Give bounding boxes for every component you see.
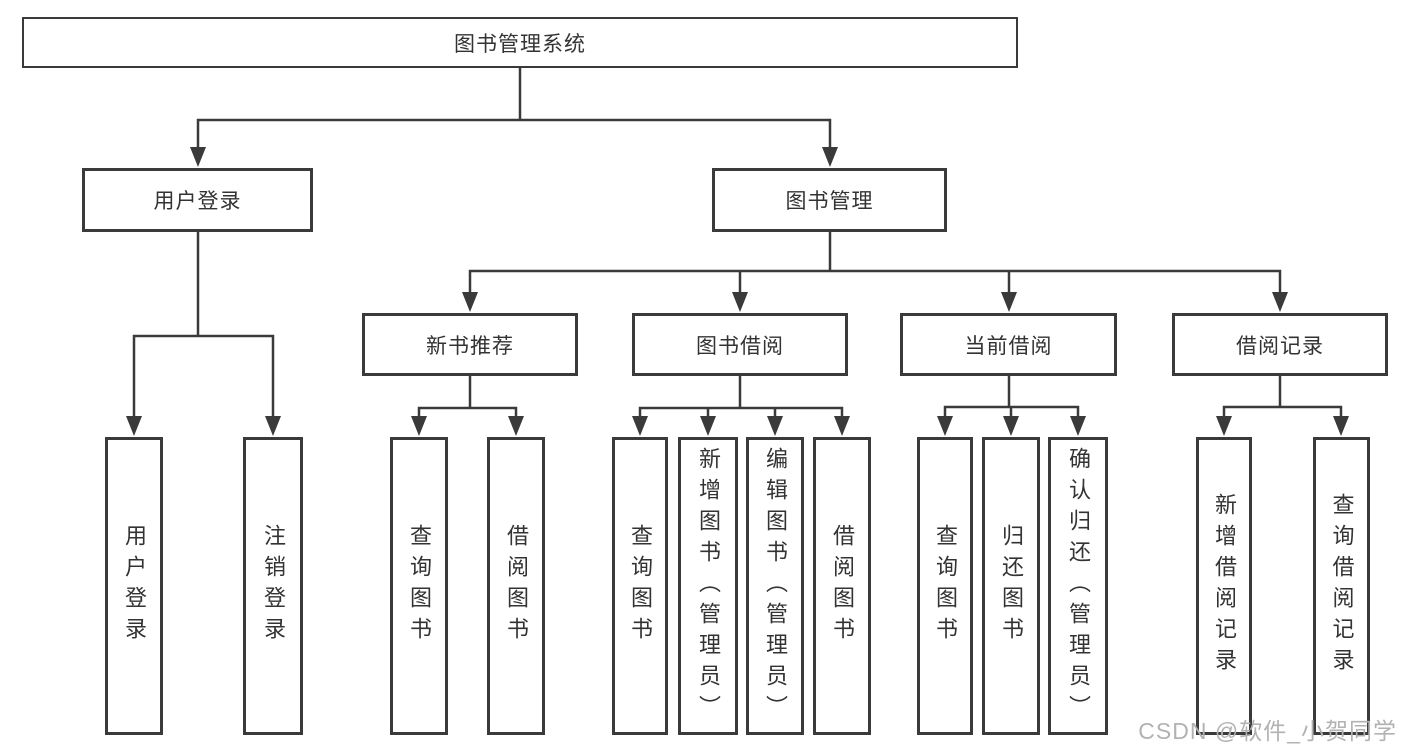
leaf-borrow-books: 借阅图书	[813, 437, 871, 735]
leaf-label: 编辑图书（管理员）	[763, 446, 788, 726]
leaf-return-books: 归还图书	[982, 437, 1040, 735]
leaf-label: 借阅图书	[504, 524, 529, 648]
node-book-borrowing: 图书借阅	[632, 313, 848, 376]
node-new-book-recommend: 新书推荐	[362, 313, 578, 376]
leaf-label: 确认归还（管理员）	[1066, 446, 1091, 726]
leaf-label: 查询图书	[407, 524, 432, 648]
node-library-management-system: 图书管理系统	[22, 17, 1018, 68]
node-current-borrowing: 当前借阅	[900, 313, 1117, 376]
leaf-query-books: 查询图书	[612, 437, 668, 735]
leaf-query-books: 查询图书	[390, 437, 448, 735]
leaf-label: 借阅图书	[830, 524, 855, 648]
node-borrowing-records: 借阅记录	[1172, 313, 1388, 376]
node-label: 用户登录	[153, 190, 242, 213]
node-user-login: 用户登录	[82, 168, 313, 232]
node-book-management: 图书管理	[712, 168, 947, 232]
leaf-label: 查询借阅记录	[1329, 493, 1355, 679]
leaf-borrow-books: 借阅图书	[487, 437, 545, 735]
node-label: 图书借阅	[696, 334, 784, 358]
leaf-confirm-return-admin: 确认归还（管理员）	[1048, 437, 1108, 735]
leaf-user-login: 用户登录	[105, 437, 163, 735]
leaf-label: 新增图书（管理员）	[696, 446, 721, 726]
leaf-logout: 注销登录	[243, 437, 303, 735]
leaf-query-borrow-record: 查询借阅记录	[1313, 437, 1370, 735]
node-label: 图书管理	[785, 190, 874, 213]
node-label: 借阅记录	[1236, 334, 1324, 358]
leaf-label: 归还图书	[999, 524, 1024, 648]
leaf-add-books-admin: 新增图书（管理员）	[678, 437, 738, 735]
leaf-label: 查询图书	[628, 524, 653, 648]
leaf-label: 注销登录	[261, 524, 286, 648]
node-label: 新书推荐	[426, 334, 514, 358]
leaf-edit-books-admin: 编辑图书（管理员）	[746, 437, 804, 735]
leaf-query-books: 查询图书	[917, 437, 973, 735]
node-label: 当前借阅	[964, 334, 1053, 358]
csdn-watermark: CSDN @软件_小贺同学	[1138, 718, 1397, 744]
leaf-label: 查询图书	[933, 524, 958, 648]
leaf-label: 用户登录	[122, 524, 147, 648]
node-label: 图书管理系统	[454, 32, 586, 56]
leaf-add-borrow-record: 新增借阅记录	[1196, 437, 1252, 735]
leaf-label: 新增借阅记录	[1212, 493, 1237, 679]
